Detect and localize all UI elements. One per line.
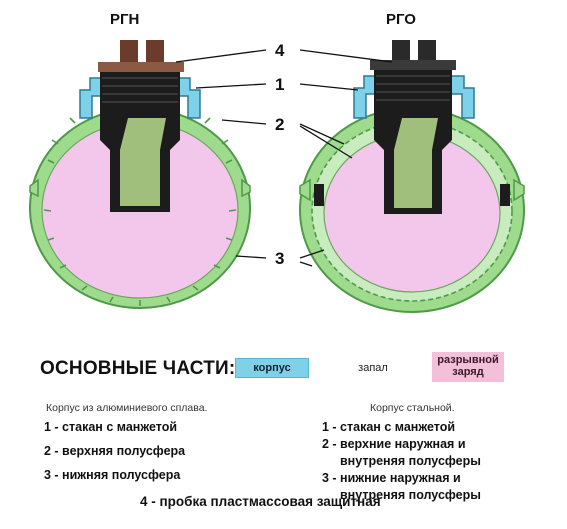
- title-rgo: РГО: [386, 11, 416, 28]
- rgo-parts-list: Корпус стальной. 1 - стакан с манжетой 2…: [322, 402, 562, 505]
- callout-lines: [175, 49, 393, 267]
- rgn-fuse-insert: [120, 118, 166, 206]
- legend-fuse-swatch: запал: [358, 362, 388, 374]
- rgo-part-3: 3 - нижние наружная и: [322, 471, 461, 485]
- rgn-part-1: 1 - стакан с манжетой: [44, 420, 178, 434]
- rgn-serrations: [43, 117, 237, 306]
- rgo-part-1: 1 - стакан с манжетой: [322, 420, 456, 434]
- callout-3: 3: [275, 249, 284, 268]
- legend-body-swatch: корпус: [235, 358, 309, 378]
- rgo-part-2: 2 - верхние наружная и: [322, 437, 466, 451]
- legend-charge-line1: разрывной: [437, 354, 499, 366]
- rgn-part-2: 2 - верхняя полусфера: [44, 444, 186, 458]
- rgo-clip-left: [314, 184, 324, 206]
- grenade-rgn: [29, 40, 251, 309]
- callout-1: 1: [275, 75, 284, 94]
- title-rgn: РГН: [110, 11, 139, 28]
- footer-part-4: 4 - пробка пластмассовая защитная: [140, 494, 381, 509]
- rgn-part-3: 3 - нижняя полусфера: [44, 468, 181, 482]
- legend-heading: ОСНОВНЫЕ ЧАСТИ:: [40, 358, 236, 379]
- rgo-seam-right: [513, 178, 525, 202]
- rgn-parts-list: Корпус из алюминиевого сплава. 1 - стака…: [44, 402, 294, 492]
- rgn-seam-left: [29, 178, 39, 198]
- legend-charge-line2: заряд: [452, 366, 484, 378]
- rgn-parts-heading: Корпус из алюминиевого сплава.: [46, 402, 208, 414]
- rgo-fuse-insert: [394, 118, 438, 208]
- callout-4: 4: [275, 41, 285, 60]
- grenade-diagram: РГН РГО: [29, 11, 525, 313]
- rgo-part-3-cont: внутреняя полусферы: [340, 488, 481, 502]
- grenade-rgo: [299, 40, 525, 313]
- rgo-clip-right: [500, 184, 510, 206]
- rgn-seam-right: [241, 178, 251, 198]
- legend-charge-swatch: разрывной заряд: [432, 352, 504, 382]
- rgo-fuse-threads: [376, 75, 450, 101]
- rgo-part-2-cont: внутреняя полусферы: [340, 454, 481, 468]
- rgo-parts-heading: Корпус стальной.: [370, 402, 455, 414]
- callout-2: 2: [275, 115, 284, 134]
- rgn-fuse-threads: [102, 77, 178, 103]
- rgo-seam-left: [299, 178, 311, 202]
- legend: ОСНОВНЫЕ ЧАСТИ: корпус запал разрывной з…: [40, 352, 560, 392]
- rgo-plug-cap: [370, 60, 456, 70]
- rgn-plug-cap: [98, 62, 184, 72]
